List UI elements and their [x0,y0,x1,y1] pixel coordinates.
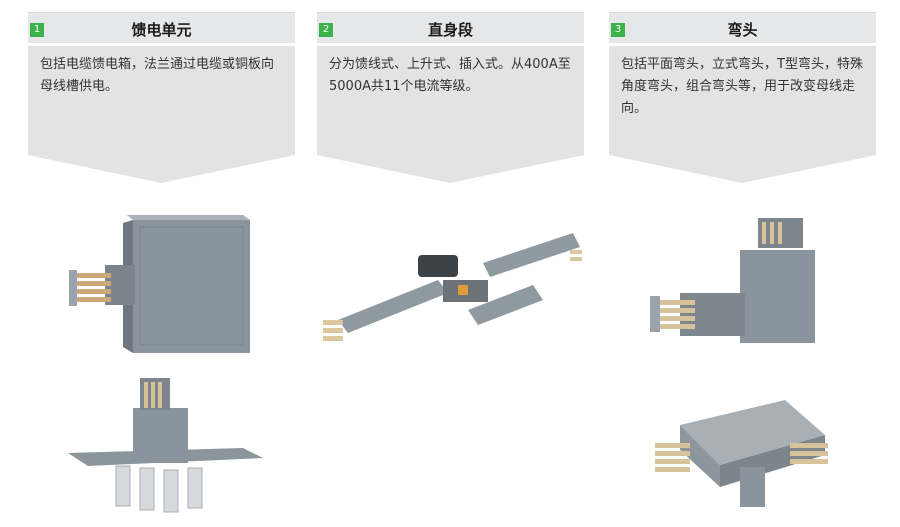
feeder-plate-image [68,378,263,513]
horizontal-elbow-image [655,400,828,507]
card-elbow: 3 弯头 包括平面弯头，立式弯头，T型弯头，特殊角度弯头，组合弯头等，用于改变母… [609,12,876,185]
card-description: 包括电缆馈电箱，法兰通过电缆或铜板向母线槽供电。 [28,43,295,155]
straight-section-image [323,233,582,341]
card-title: 直身段 [427,21,473,39]
down-arrow-icon [28,155,295,183]
down-arrow-icon [609,155,876,183]
card-title: 馈电单元 [131,21,192,39]
vertical-elbow-image [650,218,815,343]
card-header: 2 直身段 [317,12,584,43]
card-feeder-unit: 1 馈电单元 包括电缆馈电箱，法兰通过电缆或铜板向母线槽供电。 [28,12,295,185]
card-straight-section: 2 直身段 分为馈线式、上升式、插入式。从400A至5000A共11个电流等级。 [317,12,584,185]
step-number-badge: 2 [319,23,333,37]
card-description: 包括平面弯头，立式弯头，T型弯头，特殊角度弯头，组合弯头等，用于改变母线走向。 [609,43,876,155]
feeder-box-image [69,215,250,353]
card-header: 1 馈电单元 [28,12,295,43]
card-header: 3 弯头 [609,12,876,43]
step-number-badge: 1 [30,23,44,37]
down-arrow-icon [317,155,584,183]
card-description: 分为馈线式、上升式、插入式。从400A至5000A共11个电流等级。 [317,43,584,155]
card-title: 弯头 [727,21,758,39]
step-number-badge: 3 [611,23,625,37]
